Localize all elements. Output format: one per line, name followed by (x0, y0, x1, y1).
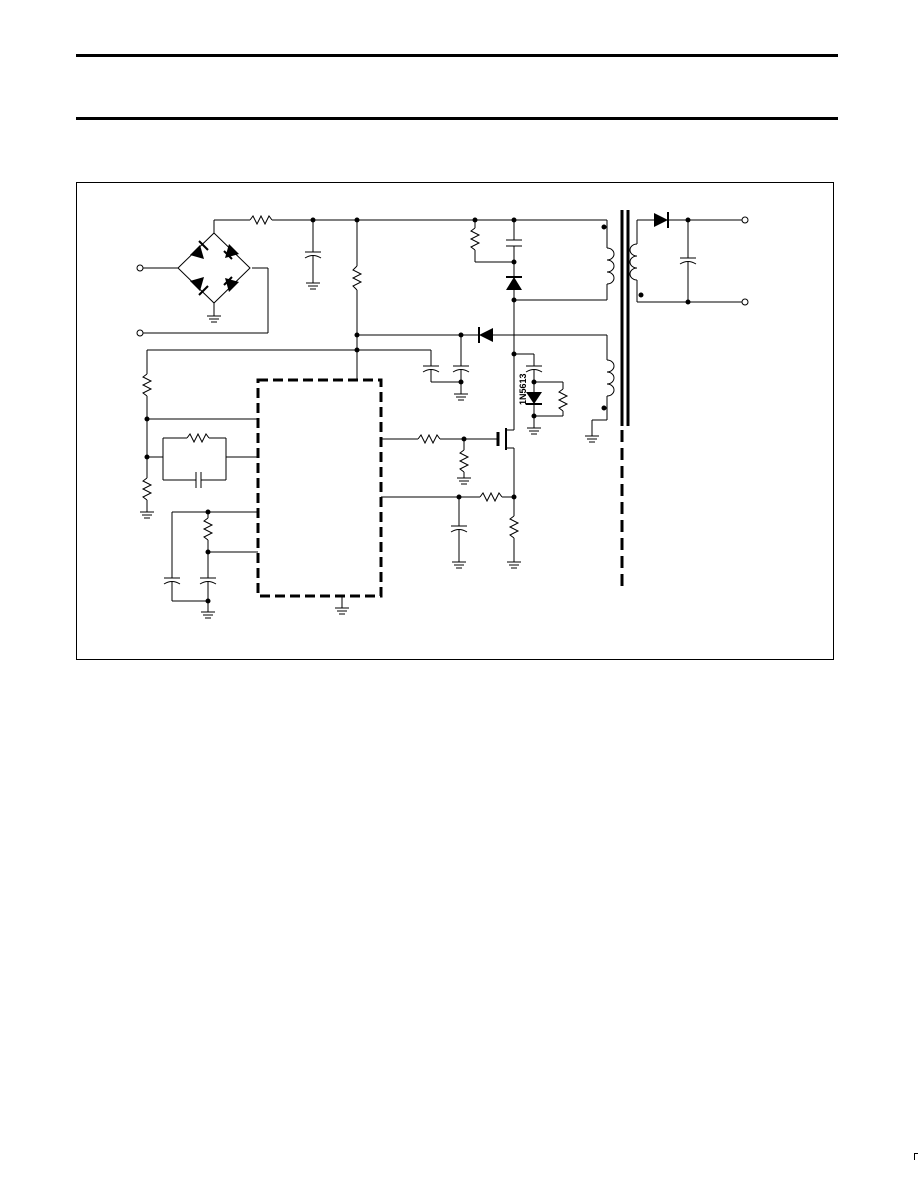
controller-ic-outline (256, 378, 383, 598)
drain-node (511, 300, 517, 430)
zener-part-label: 1N5613 (518, 373, 528, 405)
gate-drive-network (381, 433, 498, 485)
figure-frame (76, 182, 834, 660)
zener-clamp (514, 353, 569, 435)
bulk-capacitor (304, 220, 322, 290)
current-sense-network (381, 491, 521, 569)
primary-winding (514, 220, 615, 301)
power-mosfet (496, 428, 517, 516)
auxiliary-winding (357, 327, 615, 443)
startup-resistor (351, 220, 363, 380)
rcd-snubber (469, 220, 522, 303)
output-capacitor (637, 220, 742, 305)
transformer-core (620, 210, 630, 426)
header-rule-top (76, 54, 838, 57)
input-rail (214, 214, 607, 226)
ac-input-terminals (136, 264, 269, 337)
controller-ground (335, 596, 349, 615)
compensation-rc (147, 432, 258, 488)
output-rectifier-diode (654, 212, 742, 228)
bridge-rectifier (177, 220, 251, 323)
secondary-winding (629, 219, 654, 302)
dc-output-terminals (741, 216, 749, 306)
page-corner-mark (914, 1153, 918, 1160)
feedback-divider (140, 349, 357, 519)
timing-network (163, 509, 258, 619)
vcc-capacitors (357, 335, 470, 401)
header-rule-bottom (76, 117, 838, 120)
